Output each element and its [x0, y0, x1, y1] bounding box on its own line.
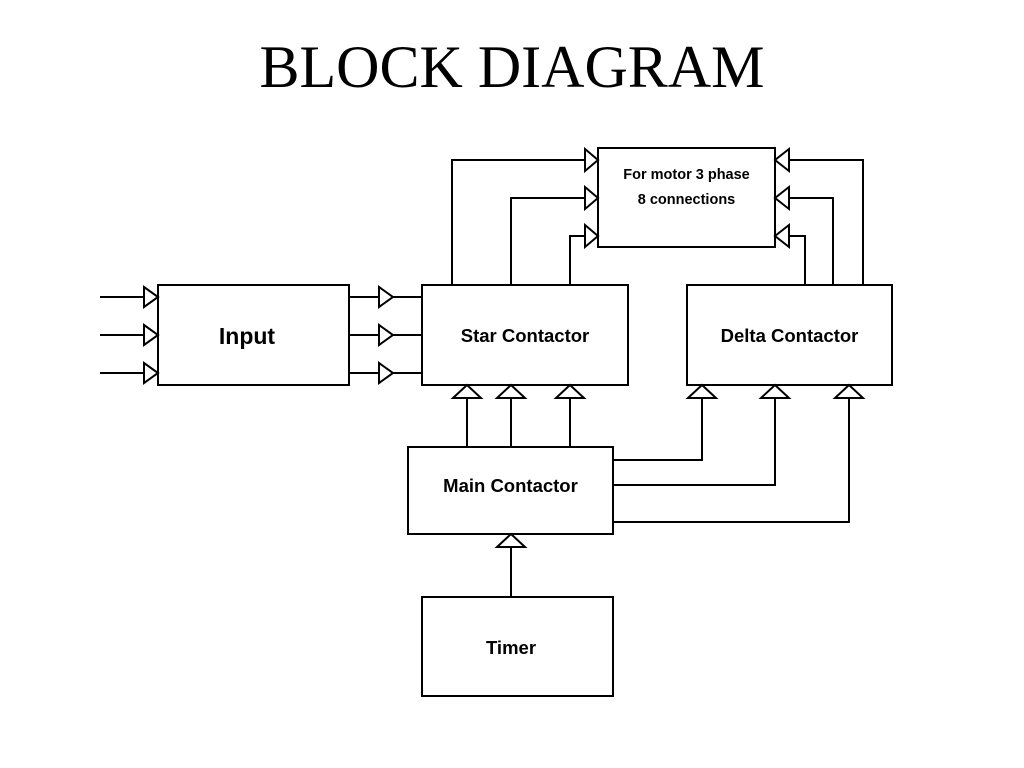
- arrow-right-icon: [584, 146, 600, 174]
- delta-contactor-block: [686, 284, 893, 386]
- motor-block: [597, 147, 776, 248]
- arrow-up-icon: [758, 383, 792, 399]
- arrows-into-star-from-main: [450, 383, 587, 399]
- arrow-right-icon: [378, 361, 395, 385]
- arrow-right-icon: [584, 184, 600, 212]
- arrow-right-icon: [143, 285, 160, 309]
- arrow-right-icon: [378, 323, 395, 347]
- arrow-left-icon: [773, 222, 790, 250]
- timer-block: [421, 596, 614, 697]
- delta-contactor-label: Delta Contactor: [721, 325, 859, 346]
- arrow-right-icon: [378, 285, 395, 309]
- arrows-into-delta-from-main: [685, 383, 866, 399]
- wires-delta-to-motor: [775, 159, 864, 285]
- arrow-up-icon: [832, 383, 866, 399]
- arrow-up-icon: [494, 383, 528, 399]
- arrow-up-icon: [553, 383, 587, 399]
- wires-main-to-delta: [613, 385, 850, 523]
- arrow-right-icon: [143, 361, 160, 385]
- timer-label: Timer: [486, 637, 536, 658]
- wire: [510, 197, 598, 285]
- star-contactor-block: [421, 284, 629, 386]
- wire: [613, 385, 850, 523]
- arrows-into-star-from-input: [378, 285, 395, 385]
- motor-label-line1: For motor 3 phase: [623, 167, 750, 183]
- wire: [451, 159, 598, 285]
- wire: [613, 385, 703, 461]
- wire: [775, 159, 864, 285]
- star-contactor-label: Star Contactor: [461, 325, 590, 346]
- wires-star-to-motor: [451, 159, 598, 285]
- arrow-up-icon: [685, 383, 719, 399]
- arrows-into-input: [143, 285, 160, 385]
- main-contactor-label: Main Contactor: [443, 475, 578, 496]
- input-label: Input: [219, 323, 276, 349]
- arrows-into-motor-right: [773, 146, 790, 250]
- wire: [613, 385, 776, 486]
- arrows-into-motor-left: [584, 146, 600, 250]
- main-contactor-block: [407, 446, 614, 535]
- arrow-right-icon: [143, 323, 160, 347]
- arrow-left-icon: [773, 146, 790, 174]
- arrow-left-icon: [773, 184, 790, 212]
- arrow-up-icon: [450, 383, 484, 399]
- page-title: BLOCK DIAGRAM: [259, 34, 765, 100]
- arrows-into-main-from-timer: [494, 532, 528, 548]
- input-block: [157, 284, 350, 386]
- arrow-right-icon: [584, 222, 600, 250]
- motor-label-line2: 8 connections: [638, 192, 736, 208]
- wire: [775, 197, 834, 285]
- arrow-up-icon: [494, 532, 528, 548]
